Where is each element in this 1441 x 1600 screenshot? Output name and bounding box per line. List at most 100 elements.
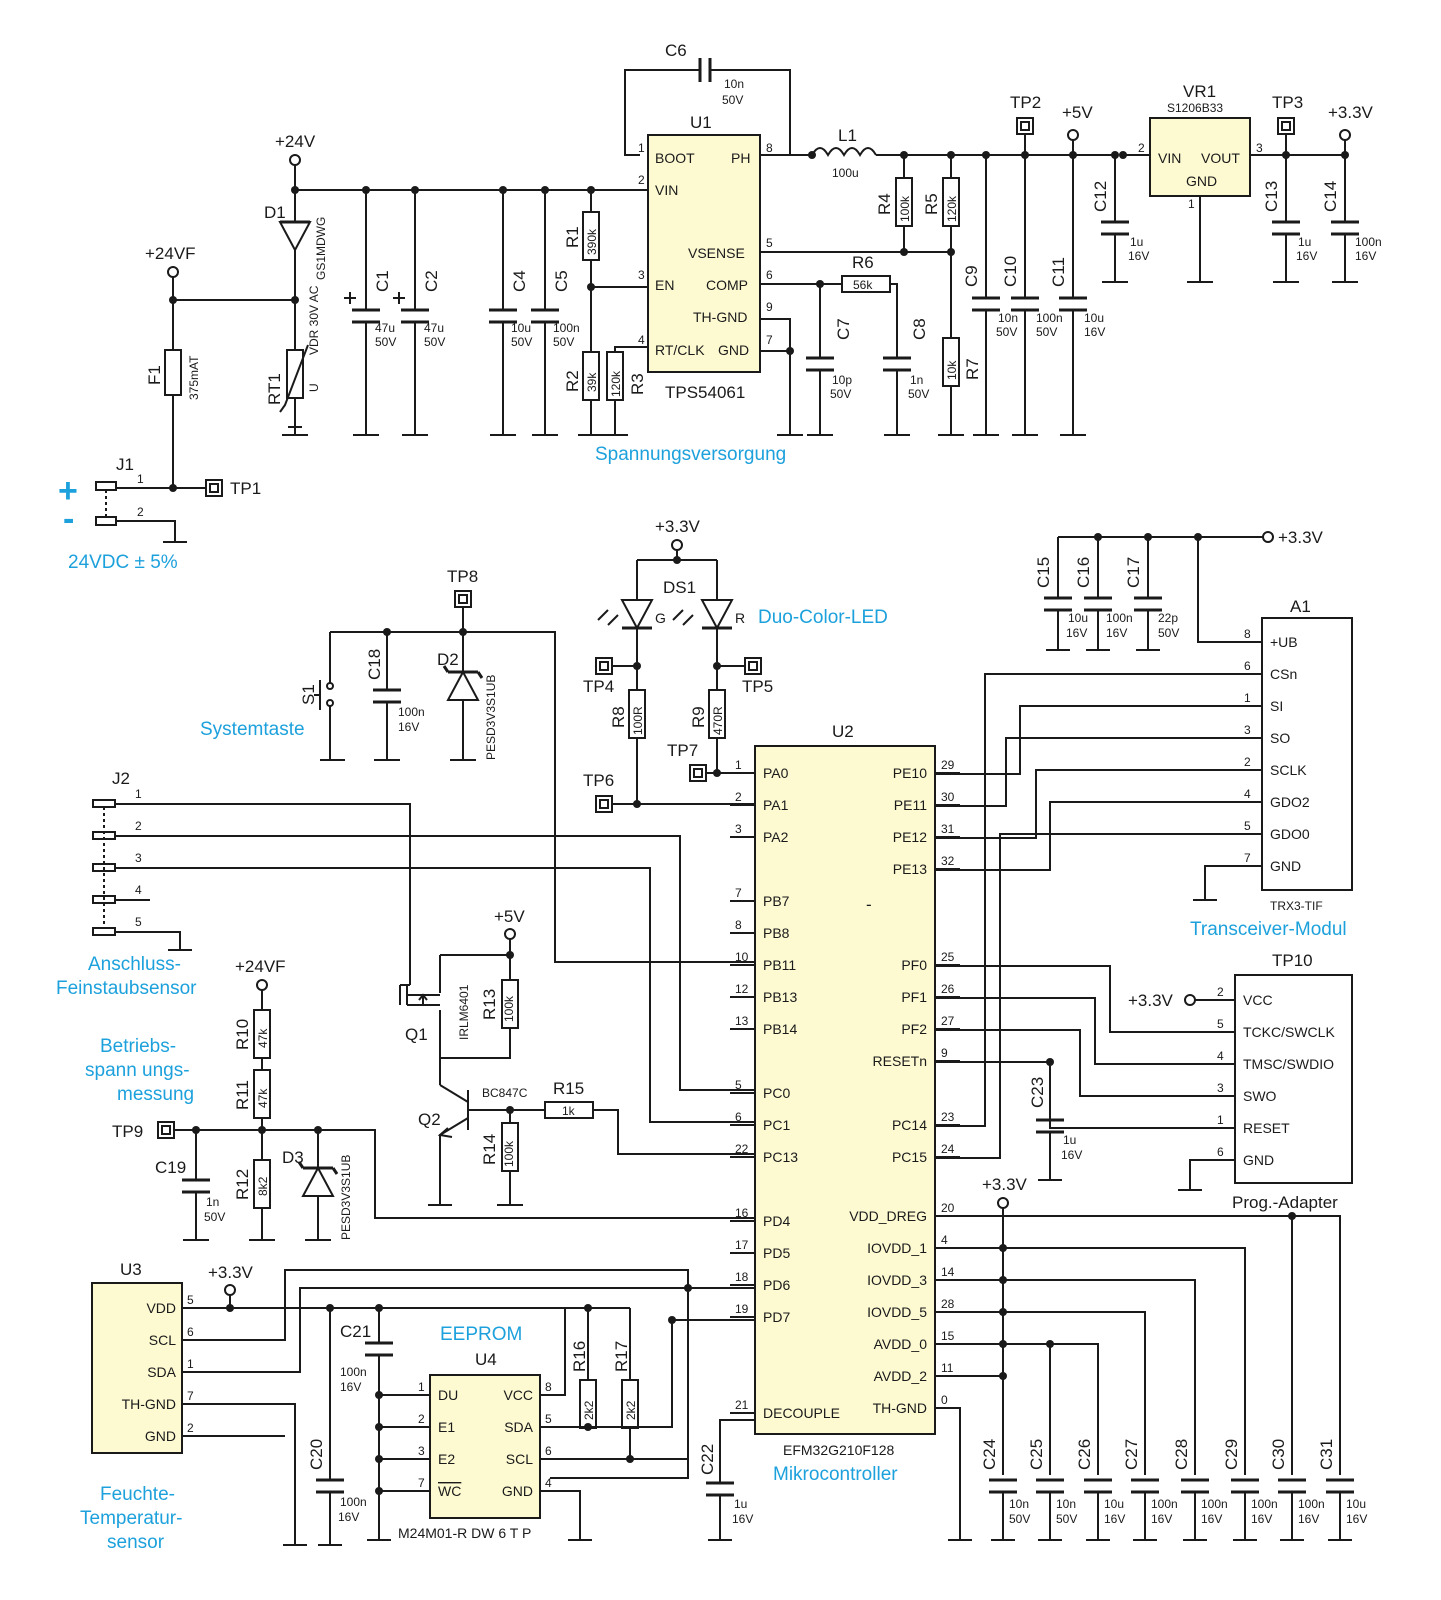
j2-pin-2: 2 [135,819,142,833]
u1-pin-n4: 4 [638,333,645,347]
tp6-label: TP6 [583,771,614,790]
rail-33v-prog-label: +3.3V [1128,991,1174,1010]
c6-v1: 10n [724,77,744,91]
decap-val: 10n [1009,1497,1029,1511]
u2-pin-number: 2 [735,790,742,804]
c19-ref: C19 [155,1158,186,1177]
l1-val: 100u [832,166,859,180]
u4-pin-number: 7 [418,1476,425,1490]
rail-33v-top-label: +3.3V [1328,103,1374,122]
decap-ref: C29 [1222,1439,1241,1470]
j2-pin-5: 5 [135,915,142,929]
vr1-pin-n2: 2 [1138,141,1145,155]
u1-part: TPS54061 [665,383,745,402]
r2-ref: R2 [563,370,582,392]
humid-title-1: Feuchte- [100,1484,175,1505]
decap-volt: 50V [1009,1512,1030,1526]
u2-pin-name: PB11 [763,957,796,973]
u2-pin-number: 3 [735,822,742,836]
u2-pin-number: 19 [735,1302,749,1316]
u1-pin-comp: COMP [706,277,748,293]
transceiver-section: +3.3V C15 10u 16V C16 100n 16V C17 22p 5… [935,528,1353,1159]
a1-pin-number: 7 [1244,851,1251,865]
r10-val: 47k [256,1028,270,1048]
c11-v1: 10u [1084,311,1104,325]
c7-v1: 10p [832,373,852,387]
rail-24v-label: +24V [275,132,316,151]
j1-pin-1: 1 [137,472,144,486]
r10-ref: R10 [233,1019,252,1050]
tp3-label: TP3 [1272,93,1303,112]
u2-pin-name: PF0 [901,957,927,973]
ds1-r: R [735,610,745,626]
decap-val: 100n [1151,1497,1178,1511]
c5-v2: 50V [553,335,574,349]
j2-pin-3: 3 [135,851,142,865]
u2-pin-name: PC14 [892,1117,927,1133]
u2-pin-number: 28 [941,1297,955,1311]
rail-33v-led-label: +3.3V [655,517,701,536]
r17-val: 2k2 [624,1400,638,1420]
systemtaste-title: Systemtaste [200,719,305,740]
u2-pin-number: 20 [941,1201,955,1215]
r13-val: 100k [502,995,516,1022]
decap-val: 100n [1298,1497,1325,1511]
eeprom-section: C21 100n 16V U4 EEPROM M24M01-R DW 6 T P… [340,1284,755,1541]
q1-ref: Q1 [405,1025,428,1044]
u3-pin-number: 6 [187,1325,194,1339]
r16-ref: R16 [570,1341,589,1372]
u2-pin-name: PD6 [763,1277,790,1293]
c14-v2: 16V [1355,249,1376,263]
c9-v1: 10n [998,311,1018,325]
c8-ref: C8 [910,318,929,340]
u2-pin-name: PC15 [892,1149,927,1165]
a1-pin-number: 8 [1244,627,1251,641]
decap-volt: 16V [1201,1512,1222,1526]
input-minus: - [63,500,74,538]
c13-v1: 1u [1298,235,1311,249]
u1-pin-n3: 3 [638,268,645,282]
r11-ref: R11 [233,1080,252,1110]
u2-pin-name: PE11 [894,797,927,813]
rail-33v-mcu-label: +3.3V [982,1175,1028,1194]
tp10-pin-number: 2 [1217,985,1224,999]
tp10-part: Prog.-Adapter [1232,1193,1338,1212]
r7-ref: R7 [963,358,982,380]
ground-symbols-top [282,281,1358,436]
c16-v1: 100n [1106,611,1133,625]
d2-part: PESD3V3S1UB [484,675,498,760]
c10-ref: C10 [1001,256,1020,287]
u2-pin-name: PB13 [763,989,797,1005]
c9-ref: C9 [962,265,981,287]
a1-pin-name: GDO0 [1270,826,1310,842]
u2-pin-name: PC13 [763,1149,798,1165]
d3-part: PESD3V3S1UB [339,1155,353,1240]
u4-pin-number: 1 [418,1380,425,1394]
tp10-pin-number: 3 [1217,1081,1224,1095]
u4-pin-name: SCL [506,1451,533,1467]
l1-ref: L1 [838,126,857,145]
rail-5v-top-label: +5V [1062,103,1093,122]
transistor-section: +5V R13 100k IRLM6401 Q1 BC847C Q2 R15 1… [399,907,755,1206]
u3-pin-number: 2 [187,1421,194,1435]
c1-v2: 50V [375,335,396,349]
r9-val: 470R [711,706,725,735]
c22-v2: 16V [732,1512,753,1526]
decap-volt: 16V [1251,1512,1272,1526]
u2-pin-number: 26 [941,982,955,996]
r2-val: 39k [585,372,599,392]
c17-v1: 22p [1158,611,1178,625]
rail-33v-u3-label: +3.3V [208,1263,254,1282]
tp10-pin-name: TMSC/SWDIO [1243,1056,1334,1072]
tp10-pin-name: VCC [1243,992,1273,1008]
tp10-pin-number: 5 [1217,1017,1224,1031]
u2-pin-name: PE12 [893,829,927,845]
a1-ref: A1 [1290,597,1311,616]
u2-pin-name: PF1 [901,989,927,1005]
c2-v1: 47u [424,321,444,335]
u4-pin-name: DU [438,1387,458,1403]
u2-pin-name: PF2 [901,1021,927,1037]
decap-val: 100n [1201,1497,1228,1511]
